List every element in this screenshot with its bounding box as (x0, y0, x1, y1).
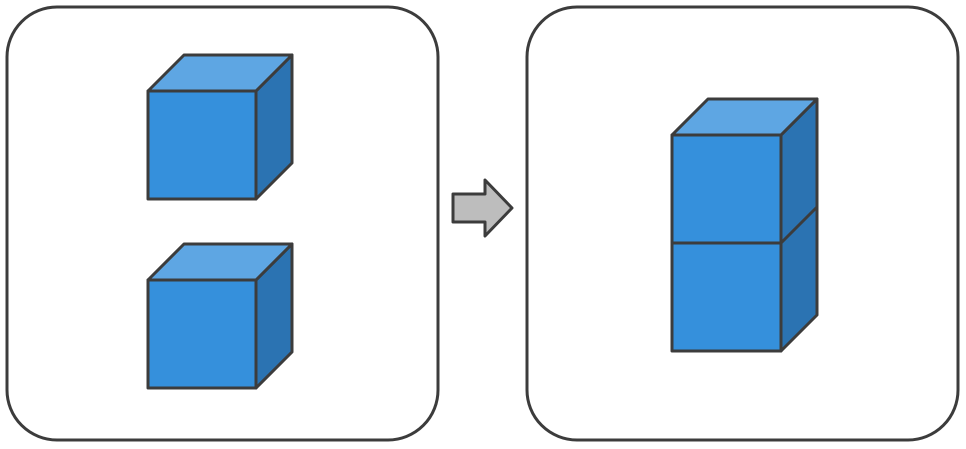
cube-top (146, 53, 294, 201)
cube-bottom-front-face (146, 278, 258, 390)
cube-bottom (146, 242, 294, 390)
cube-top-front-face (146, 89, 258, 201)
stack-lower-front-face (670, 241, 783, 353)
stack-side-divider (779, 205, 819, 245)
before-panel (5, 5, 440, 442)
after-panel (525, 5, 960, 442)
stacked-column (670, 97, 819, 353)
right-arrow-icon (451, 178, 514, 238)
before-panel-frame (5, 5, 440, 442)
stack-upper-front-face (670, 133, 783, 245)
